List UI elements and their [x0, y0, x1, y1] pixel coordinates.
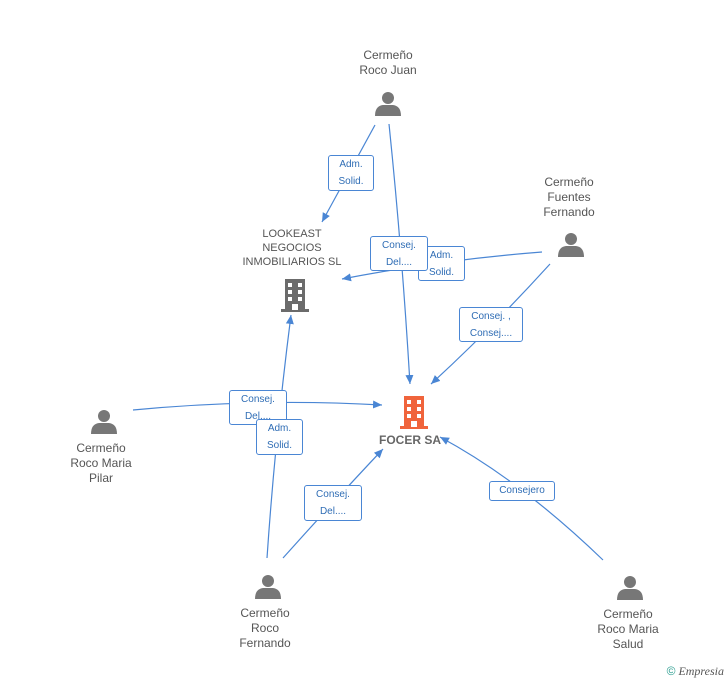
node-label-fernando-fuentes[interactable]: Cermeño Fuentes Fernando — [543, 175, 595, 219]
edge-label-juan-lookeast: Adm. Solid. — [328, 155, 374, 191]
edge-label-fernando-focer: Consej. Del.... — [304, 485, 362, 521]
node-label-salud[interactable]: Cermeño Roco Maria Salud — [597, 607, 659, 651]
node-label-lookeast[interactable]: LOOKEAST NEGOCIOS INMOBILIARIOS SL — [242, 228, 342, 268]
node-label-juan[interactable]: Cermeño Roco Juan — [359, 48, 417, 77]
edge-label-fernando-lookeast: Adm. Solid. — [256, 419, 303, 455]
person-icon[interactable] — [558, 233, 584, 257]
copyright-icon: © — [666, 664, 676, 678]
edge-label-salud-focer: Consejero — [489, 481, 555, 501]
node-label-fernando[interactable]: Cermeño Roco Fernando — [239, 606, 291, 650]
brand-watermark: © Empresia — [667, 664, 724, 679]
edge-label-juan-focer: Consej. Del.... — [370, 236, 428, 271]
person-icon[interactable] — [375, 92, 401, 116]
focus-building-icon[interactable] — [400, 396, 428, 429]
person-icon[interactable] — [617, 576, 643, 600]
building-icon[interactable] — [280, 279, 310, 312]
node-label-pilar[interactable]: Cermeño Roco Maria Pilar — [70, 441, 132, 485]
person-icon[interactable] — [91, 410, 117, 434]
person-icon[interactable] — [255, 575, 281, 599]
brand-name: Empresia — [678, 664, 724, 678]
node-label-focer[interactable]: FOCER SA — [378, 433, 441, 447]
edge-label-fuentes-focer: Consej. , Consej.... — [459, 307, 523, 342]
